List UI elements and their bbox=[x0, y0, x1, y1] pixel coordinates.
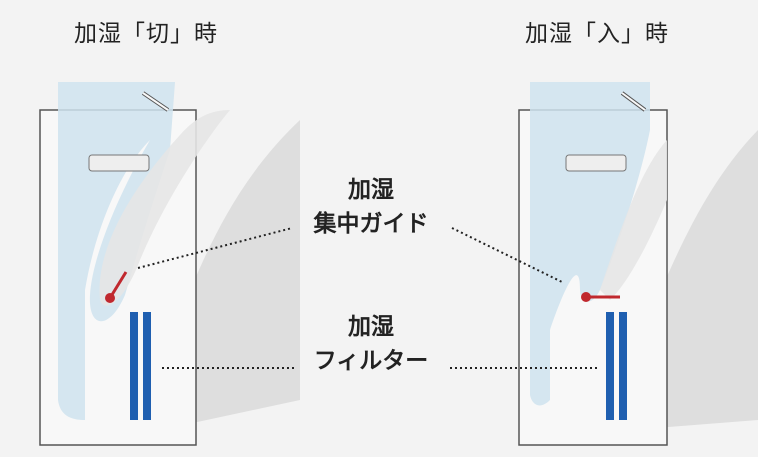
display-panel-left bbox=[88, 154, 150, 172]
mist-guide-curve-right bbox=[600, 140, 667, 300]
filter-bar-right-2 bbox=[619, 312, 627, 420]
device-left bbox=[39, 82, 300, 446]
title-humidify-off: 加湿「切」時 bbox=[74, 21, 218, 47]
callout-guide: 加湿 集中ガイド bbox=[296, 173, 446, 241]
filter-bar-left-2 bbox=[143, 312, 151, 420]
handle-right-inner bbox=[621, 92, 646, 111]
leader-guide-right bbox=[451, 227, 563, 283]
guide-pivot-right bbox=[581, 292, 591, 302]
filter-bar-right-1 bbox=[606, 312, 614, 420]
mist-guide-curve-left bbox=[99, 110, 230, 306]
callout-filter-line2: フィルター bbox=[313, 348, 429, 374]
callout-filter: 加湿 フィルター bbox=[296, 310, 446, 378]
filter-bar-left-1 bbox=[130, 312, 138, 420]
guide-pivot-left bbox=[105, 293, 115, 303]
display-panel-right bbox=[565, 154, 627, 172]
title-humidify-on: 加湿「入」時 bbox=[525, 21, 669, 47]
device-right bbox=[518, 82, 758, 446]
leader-guide-left bbox=[137, 227, 293, 269]
leader-lines bbox=[137, 227, 598, 369]
callout-filter-line1: 加湿 bbox=[348, 314, 394, 340]
guide-flap-left bbox=[108, 271, 128, 299]
callout-guide-line1: 加湿 bbox=[348, 177, 394, 203]
handle-left-inner bbox=[142, 92, 169, 111]
callout-guide-line2: 集中ガイド bbox=[313, 211, 429, 237]
